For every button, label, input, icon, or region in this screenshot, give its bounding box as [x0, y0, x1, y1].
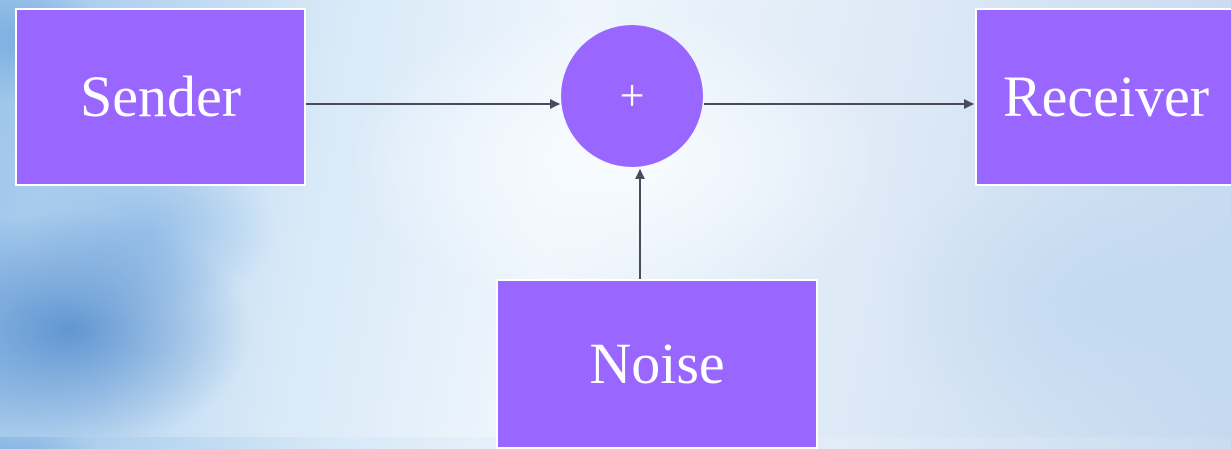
- receiver-block: Receiver: [975, 8, 1231, 186]
- connector-arrows: [306, 99, 974, 279]
- noise-label: Noise: [589, 331, 725, 396]
- sender-label: Sender: [79, 64, 242, 129]
- summing-junction: +: [561, 25, 703, 167]
- plus-symbol: +: [619, 71, 645, 120]
- sender-block: Sender: [15, 8, 306, 186]
- receiver-label: Receiver: [1002, 64, 1210, 129]
- noise-block: Noise: [496, 279, 818, 449]
